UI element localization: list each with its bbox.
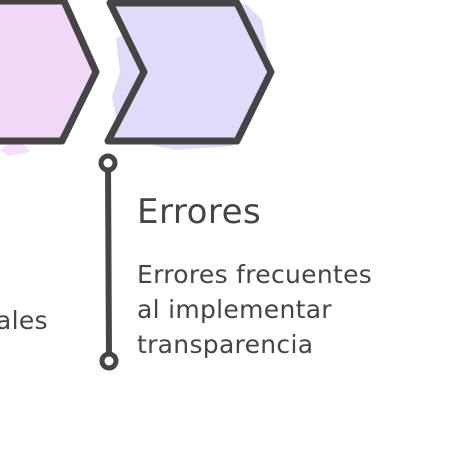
step-title: Errores xyxy=(137,192,262,232)
timeline-top-node xyxy=(98,153,118,173)
previous-step-description-fragment: ales xyxy=(0,306,48,335)
step-chevron-previous-fill xyxy=(0,0,98,142)
step-description-line: transparencia xyxy=(137,330,314,359)
step-chevron-previous xyxy=(0,0,100,156)
step-chevron-current-fill xyxy=(110,4,270,140)
step-description: Errores frecuentes al implementar transp… xyxy=(137,257,437,362)
step-chevron-previous-splash xyxy=(0,138,30,156)
step-description-line: Errores frecuentes xyxy=(137,260,373,289)
timeline-connector xyxy=(98,153,119,371)
step-chevron-previous-outline xyxy=(0,0,100,145)
timeline-bottom-node xyxy=(99,351,119,371)
step-chevron-current-outline xyxy=(104,0,275,145)
step-description-line: al implementar xyxy=(137,295,332,324)
step-chevron-current xyxy=(104,0,275,150)
timeline-line xyxy=(105,161,112,364)
